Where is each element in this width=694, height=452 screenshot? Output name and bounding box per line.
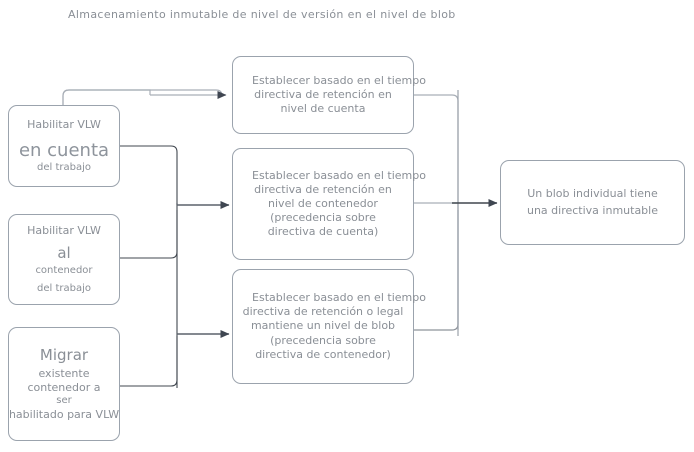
node-line: ser bbox=[56, 394, 72, 406]
node-migrate-existing-container[interactable]: Migrar existente contenedor a ser habili… bbox=[8, 327, 120, 441]
node-blob-level-retention-legal-hold[interactable]: Establecer basado en el tiempo directiva… bbox=[232, 269, 426, 384]
node-line: directiva de contenedor) bbox=[255, 347, 391, 361]
node-line: del trabajo bbox=[37, 282, 91, 294]
node-account-level-retention-policy[interactable]: Establecer basado en el tiempo directiva… bbox=[232, 56, 426, 134]
edge-policies-to-result bbox=[414, 90, 498, 336]
edge-account-to-bus bbox=[120, 145, 178, 205]
node-line: nivel de contenedor bbox=[268, 196, 378, 210]
node-line: Un blob individual tiene bbox=[527, 186, 658, 200]
node-line: contenedor bbox=[35, 264, 93, 276]
node-line: nivel de cuenta bbox=[280, 102, 366, 116]
node-line: directiva de cuenta) bbox=[267, 225, 379, 239]
node-line: en cuenta bbox=[18, 139, 110, 161]
node-line: habilitado para VLW bbox=[8, 407, 120, 421]
node-line: Establecer basado en el tiempo bbox=[252, 168, 426, 182]
node-line: Habilitar VLW bbox=[27, 117, 101, 131]
node-line: contenedor a bbox=[27, 380, 101, 394]
node-line: una directiva inmutable bbox=[526, 204, 658, 217]
node-line: directiva de retención o legal bbox=[242, 305, 404, 319]
node-line: (precedencia sobre bbox=[270, 211, 376, 225]
node-line: (precedencia sobre bbox=[270, 333, 376, 347]
node-line: Establecer basado en el tiempo bbox=[252, 73, 426, 87]
node-line: directiva de retención en bbox=[254, 87, 392, 101]
node-line: existente bbox=[38, 366, 90, 380]
node-line: mantiene un nivel de blob bbox=[250, 319, 396, 333]
edge-migrate-to-bus bbox=[120, 336, 178, 387]
node-enable-vlw-container[interactable]: Habilitar VLW al contenedor del trabajo bbox=[8, 214, 120, 305]
node-enable-vlw-account[interactable]: Habilitar VLW en cuenta del trabajo bbox=[8, 105, 120, 187]
node-blob-has-immutable-policy[interactable]: Un blob individual tiene una directiva i… bbox=[500, 160, 685, 245]
node-line: al bbox=[57, 243, 71, 262]
node-line: Migrar bbox=[39, 346, 89, 365]
edge-account-to-account-policy bbox=[62, 89, 227, 105]
node-line: Establecer basado en el tiempo bbox=[252, 291, 426, 305]
node-line: Habilitar VLW bbox=[27, 223, 101, 237]
node-line: directiva de retención en bbox=[254, 182, 392, 196]
node-line: del trabajo bbox=[37, 161, 91, 173]
edge-container-to-bus bbox=[120, 210, 178, 259]
node-container-level-retention-policy[interactable]: Establecer basado en el tiempo directiva… bbox=[232, 148, 426, 260]
diagram-title: Almacenamiento inmutable de nivel de ver… bbox=[68, 8, 456, 21]
